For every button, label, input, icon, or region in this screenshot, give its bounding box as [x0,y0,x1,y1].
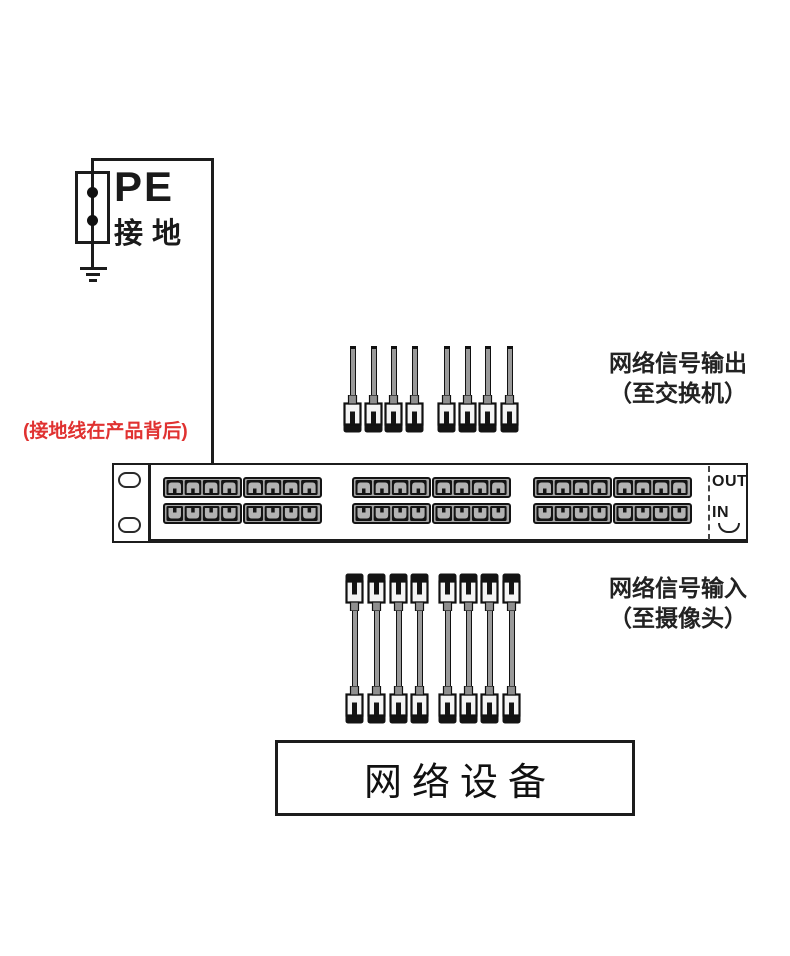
rj45-in-port-block [352,503,431,524]
rj45-plug-down [500,394,519,433]
earth-symbol-line-1 [80,267,107,270]
rj45-in-port-block [613,503,692,524]
rj45-out-port-block [613,477,692,498]
rj45-plug-down [502,685,521,724]
rj45-in-port-block [432,503,511,524]
mounting-hole-top [118,472,141,488]
pe-vertical-wire [91,158,94,268]
rj45-plug-down [364,394,383,433]
output-label-line2: （至交换机） [609,380,747,406]
ground-label: 接地 [114,218,191,250]
output-patch-cable [343,346,362,433]
cable-tube [484,346,491,395]
rj45-plug-up [502,573,521,612]
earth-symbol-line-2 [86,273,100,276]
mounting-hole-bottom [118,517,141,533]
ground-note: (接地线在产品背后) [23,421,188,442]
output-label: 网络信号输出 （至交换机） [578,348,778,408]
cable-tube [351,609,358,688]
cable-tube [390,346,397,395]
rj45-plug-up [480,573,499,612]
rj45-out-port-block [352,477,431,498]
cable-tube [506,346,513,395]
output-patch-cable [500,346,519,433]
cable-tube [416,609,423,688]
input-patch-cord [410,573,429,728]
cable-tube [486,609,493,688]
in-label: IN [712,504,729,521]
cable-tube [370,346,377,395]
input-patch-cord [480,573,499,728]
cable-tube [411,346,418,395]
rj45-plug-up [345,573,364,612]
network-device-label: 网络设备 [363,759,556,804]
cable-tube [349,346,356,395]
rj45-plug-down [437,394,456,433]
cable-tube [508,609,515,688]
output-patch-cable [437,346,456,433]
cable-tube [443,346,450,395]
rj45-plug-down [405,394,424,433]
output-patch-cable [364,346,383,433]
output-patch-cable [405,346,424,433]
input-label: 网络信号输入 （至摄像头） [578,573,778,633]
input-patch-cord [367,573,386,728]
terminal-dot-bottom [87,215,98,226]
rj45-out-port-block [243,477,322,498]
out-label: OUT [712,473,748,490]
rj45-plug-down [459,685,478,724]
rj45-plug-down [345,685,364,724]
output-patch-cable [458,346,477,433]
input-patch-cord [345,573,364,728]
panel-ground-wire [211,158,214,464]
output-patch-cable [478,346,497,433]
pe-label: PE [114,163,175,210]
rj45-plug-up [459,573,478,612]
output-label-line1: 网络信号输出 [609,350,747,376]
rj45-plug-up [389,573,408,612]
rj45-plug-down [367,685,386,724]
cable-tube [373,609,380,688]
pe-element-box [75,171,110,244]
cable-tube [464,346,471,395]
rj45-plug-down [438,685,457,724]
earth-symbol-line-3 [89,279,97,282]
network-device-box: 网络设备 [275,740,635,816]
rj45-plug-down [410,685,429,724]
rj45-plug-down [389,685,408,724]
input-label-line1: 网络信号输入 [609,575,747,601]
rj45-plug-up [410,573,429,612]
input-patch-cord [502,573,521,728]
rj45-out-port-block [533,477,612,498]
input-patch-cord [438,573,457,728]
cable-tube [395,609,402,688]
rj45-plug-down [343,394,362,433]
rj45-plug-down [480,685,499,724]
cable-tube [444,609,451,688]
input-label-line2: （至摄像头） [609,605,747,631]
terminal-dot-top [87,187,98,198]
rj45-plug-down [384,394,403,433]
rj45-in-port-block [163,503,242,524]
rj45-in-port-block [243,503,322,524]
output-patch-cable [384,346,403,433]
rj45-out-port-block [163,477,242,498]
rj45-out-port-block [432,477,511,498]
rj45-plug-up [367,573,386,612]
rj45-plug-up [438,573,457,612]
top-horizontal-wire [91,158,214,161]
input-patch-cord [389,573,408,728]
rj45-in-port-block [533,503,612,524]
cable-tube [465,609,472,688]
rj45-plug-down [458,394,477,433]
input-patch-cord [459,573,478,728]
panel-label-divider [708,466,710,540]
rj45-plug-down [478,394,497,433]
